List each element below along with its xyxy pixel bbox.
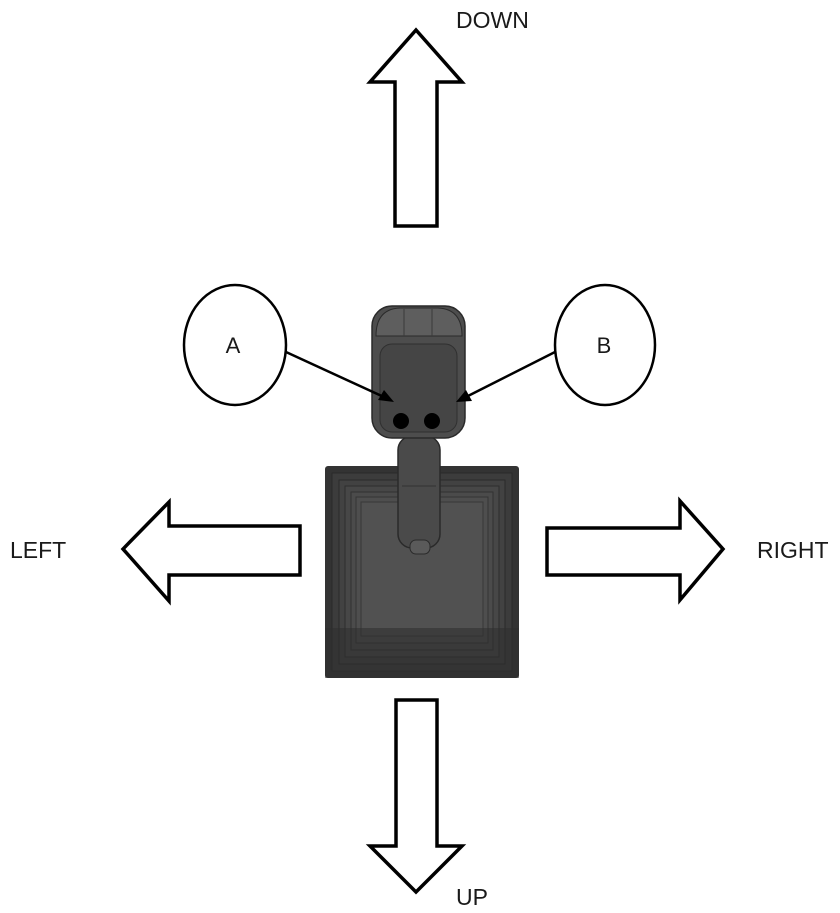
leader-line-a [285,350,387,400]
direction-label-left: LEFT [10,537,66,563]
leader-arrowhead-a [378,390,394,402]
callout-a-label: A [226,333,241,358]
leader-arrowhead-b [456,390,472,402]
direction-label-top: DOWN [456,7,529,33]
arrow-right [545,496,726,605]
direction-label-right: RIGHT [757,537,829,563]
button-a [393,413,409,429]
callout-a-circle [182,283,288,407]
joystick-shaft [397,435,441,555]
callout-b-label: B [597,333,612,358]
direction-label-bottom: UP [456,884,488,910]
arrow-left [120,497,302,606]
arrow-top [366,27,466,228]
callout-b-circle [553,283,657,407]
leader-line-b [463,350,556,400]
button-b [424,413,440,429]
joystick-handle [371,305,466,439]
arrow-bottom [365,698,467,895]
